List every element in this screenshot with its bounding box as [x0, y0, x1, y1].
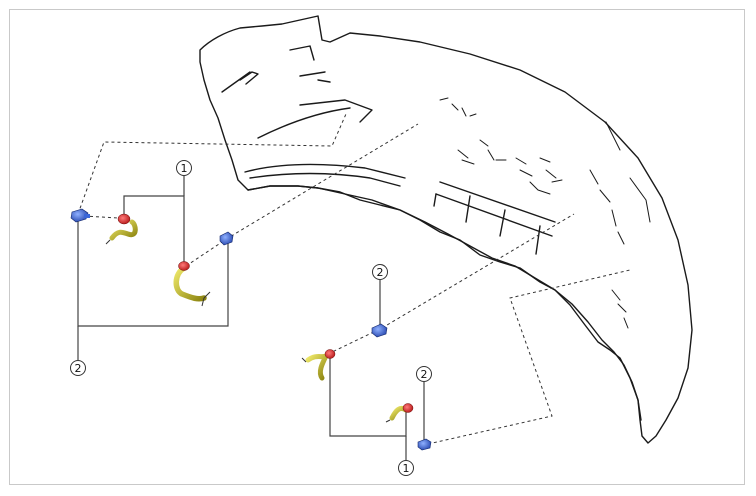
grille-fragment-a — [439, 97, 477, 117]
callout-2-right-label: 2 — [421, 368, 428, 381]
wire-harness-center — [173, 265, 211, 307]
callout-2-left: 2 — [70, 360, 86, 376]
grille-fragment-c — [515, 157, 563, 195]
clip-blue-right — [417, 438, 432, 451]
leader-lines — [77, 176, 425, 460]
grille-fragment-b — [457, 139, 507, 165]
fog-trim-1 — [244, 163, 406, 179]
callout-2-left-label: 2 — [75, 362, 82, 375]
leader-callout2-left — [77, 218, 229, 327]
grille-slot-2 — [221, 71, 251, 93]
wire-harness-lower — [301, 350, 332, 381]
grille-slot-4 — [299, 71, 326, 77]
callout-2-mid: 2 — [372, 264, 388, 280]
dash-right-to-bumper — [427, 269, 631, 445]
grille-bar-4 — [499, 209, 506, 237]
components — [70, 208, 432, 451]
grille-bar-1 — [439, 181, 556, 223]
callout-1-bottom: 1 — [398, 460, 414, 476]
clip-red-top-left — [117, 213, 131, 225]
clip-red-center — [178, 261, 190, 271]
clip-red-lower — [324, 349, 336, 359]
grille-bar-5 — [535, 225, 541, 255]
grille-slot-5 — [317, 79, 331, 83]
lower-grille-arc-2 — [299, 99, 373, 123]
diagram-frame — [9, 9, 745, 485]
clip-blue-center — [219, 231, 234, 246]
leader-callout1-bottom — [329, 356, 407, 437]
grille-bar-6 — [433, 193, 437, 207]
dash-left-to-bumper — [77, 113, 347, 215]
grille-slot-3 — [289, 45, 315, 61]
callout-1-top: 1 — [176, 160, 192, 176]
dash-lower-to-bumper — [327, 213, 575, 355]
grille-slot-1 — [239, 71, 259, 85]
callouts: 1 2 2 2 1 — [70, 160, 432, 476]
clip-red-right — [402, 403, 414, 413]
callout-1-bottom-label: 1 — [403, 462, 410, 475]
callout-1-top-label: 1 — [181, 162, 188, 175]
bumper-cover — [199, 15, 693, 444]
callout-2-right: 2 — [416, 366, 432, 382]
callout-2-mid-label: 2 — [377, 266, 384, 279]
leader-callout1-top — [123, 195, 185, 264]
grille-fragment-d — [589, 169, 625, 245]
bumper-lower-inner-edge — [247, 185, 642, 421]
corner-trim-2 — [605, 121, 621, 151]
corner-trim — [629, 177, 651, 223]
fog-trim-2 — [249, 172, 401, 187]
grille-fragment-e — [611, 289, 629, 329]
projection-lines — [77, 113, 631, 445]
grille-bar-2 — [435, 193, 553, 237]
grille-bar-3 — [465, 195, 471, 223]
bumper-outer-edge — [199, 15, 693, 444]
wire-harness-small — [105, 219, 138, 245]
clip-blue-mid — [371, 323, 388, 338]
clip-blue-left — [70, 208, 90, 223]
lower-grille-arc — [257, 107, 351, 139]
dash-mid-to-bumper — [185, 123, 419, 267]
wire-harness-right — [385, 405, 409, 423]
